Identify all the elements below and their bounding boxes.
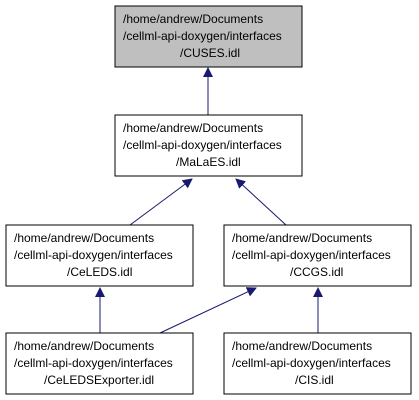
node-cuses-idl[interactable]: /home/andrew/Documents /cellml-api-doxyg… <box>114 5 303 68</box>
node-box <box>223 332 412 395</box>
node-line-2: /cellml-api-doxygen/interfaces <box>232 248 391 262</box>
node-box <box>5 224 194 287</box>
node-celedsexporter-idl[interactable]: /home/andrew/Documents /cellml-api-doxyg… <box>5 332 194 395</box>
node-celeds-idl[interactable]: /home/andrew/Documents /cellml-api-doxyg… <box>5 224 194 287</box>
node-line-2: /cellml-api-doxygen/interfaces <box>14 356 173 370</box>
node-line-1: /home/andrew/Documents <box>14 339 154 353</box>
node-line-2: /cellml-api-doxygen/interfaces <box>123 29 282 43</box>
node-box <box>223 224 412 287</box>
node-line-2: /cellml-api-doxygen/interfaces <box>232 356 391 370</box>
node-line-1: /home/andrew/Documents <box>232 339 372 353</box>
edges <box>95 67 323 334</box>
node-box <box>114 114 303 177</box>
node-line-3: /CeLEDSExporter.idl <box>44 373 154 387</box>
node-cis-idl[interactable]: /home/andrew/Documents /cellml-api-doxyg… <box>223 332 412 395</box>
node-box <box>5 332 194 395</box>
node-ccgs-idl[interactable]: /home/andrew/Documents /cellml-api-doxyg… <box>223 224 412 287</box>
node-line-1: /home/andrew/Documents <box>232 231 372 245</box>
node-line-2: /cellml-api-doxygen/interfaces <box>14 248 173 262</box>
node-line-1: /home/andrew/Documents <box>14 231 154 245</box>
node-malaes-idl[interactable]: /home/andrew/Documents /cellml-api-doxyg… <box>114 114 303 177</box>
node-line-1: /home/andrew/Documents <box>123 121 263 135</box>
node-line-3: /CCGS.idl <box>290 265 343 279</box>
edge-celedsexporter-to-ccgs <box>159 287 257 334</box>
node-line-3: /MaLaES.idl <box>176 155 241 169</box>
node-box <box>114 5 303 68</box>
edge-celeds-to-malaes <box>129 178 193 226</box>
edge-ccgs-to-malaes <box>235 178 287 226</box>
node-line-3: /CeLEDS.idl <box>67 265 132 279</box>
node-line-3: /CIS.idl <box>295 373 334 387</box>
node-line-1: /home/andrew/Documents <box>123 12 263 26</box>
node-line-2: /cellml-api-doxygen/interfaces <box>123 138 282 152</box>
node-line-3: /CUSES.idl <box>180 46 240 60</box>
